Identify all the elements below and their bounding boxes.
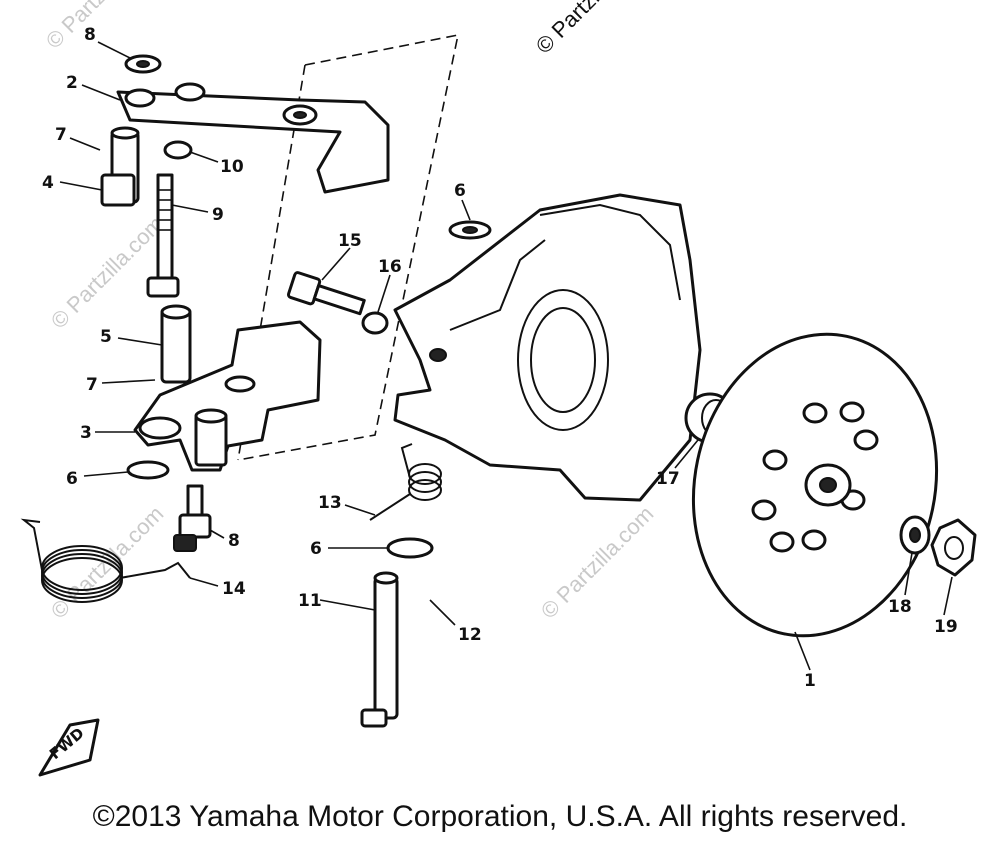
callout-6: 6 — [66, 469, 78, 489]
lower-pin-part — [160, 304, 192, 384]
brake-disc-part — [691, 332, 939, 638]
washer-hole — [909, 527, 921, 543]
nut-part — [361, 311, 389, 335]
callout-1: 1 — [804, 671, 816, 691]
pin-part — [100, 126, 140, 207]
washer-part — [386, 537, 434, 559]
return-spring-part — [369, 443, 442, 521]
callout-3: 3 — [80, 423, 92, 443]
callout-14: 14 — [222, 579, 246, 599]
hex-nut-part — [930, 518, 977, 577]
callout-18: 18 — [888, 597, 912, 617]
watermark: © Partzilla.com — [46, 211, 169, 334]
callout-15: 15 — [338, 231, 362, 251]
callout-17: 17 — [656, 469, 680, 489]
callout-8: 8 — [84, 25, 96, 45]
callout-6: 6 — [310, 539, 322, 559]
assembly-guide-line — [237, 33, 460, 461]
upper-arm-part — [116, 82, 390, 194]
callout-2: 2 — [66, 73, 78, 93]
watermark-top: © Partzilla.com — [531, 0, 654, 59]
shaft-part — [360, 571, 399, 728]
watermark: © Partzilla.com — [41, 0, 164, 54]
torsion-spring-part — [20, 518, 191, 603]
callout-7: 7 — [86, 375, 98, 395]
lower-arm-part — [133, 320, 322, 472]
copyright-notice: ©2013 Yamaha Motor Corporation, U.S.A. A… — [92, 800, 908, 833]
nut-part — [163, 140, 193, 160]
callout-6: 6 — [454, 181, 466, 201]
hex-nut-hole — [944, 536, 964, 560]
watermark: © Partzilla.com — [536, 501, 659, 624]
callout-5: 5 — [100, 327, 112, 347]
callout-leaders — [59, 41, 953, 671]
callout-9: 9 — [212, 205, 224, 225]
callout-12: 12 — [458, 625, 482, 645]
callout-4: 4 — [42, 173, 54, 193]
washer-part — [126, 460, 170, 480]
callout-10: 10 — [220, 157, 244, 177]
adjuster-bolt-part — [173, 484, 212, 552]
callout-8: 8 — [228, 531, 240, 551]
callout-19: 19 — [934, 617, 958, 637]
gear-housing-part — [393, 193, 702, 502]
hex-bolt-part — [286, 271, 366, 316]
forward-direction-arrow: FWD — [38, 718, 100, 777]
callout-13: 13 — [318, 493, 342, 513]
callout-11: 11 — [298, 591, 322, 611]
washer-hole — [136, 60, 150, 68]
callout-16: 16 — [378, 257, 402, 277]
bolt-part — [146, 173, 180, 298]
callout-7: 7 — [55, 125, 67, 145]
